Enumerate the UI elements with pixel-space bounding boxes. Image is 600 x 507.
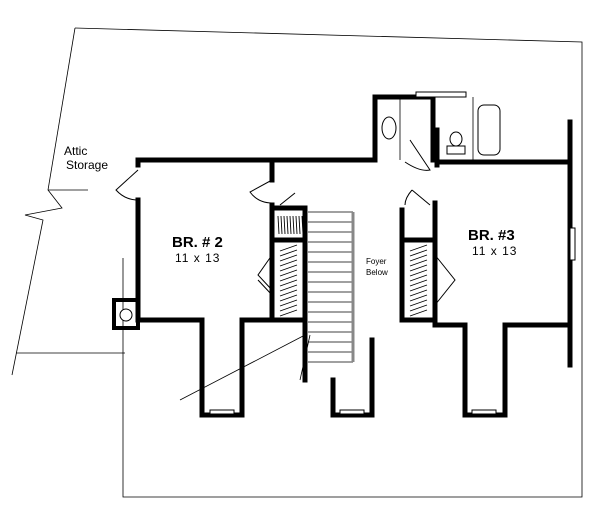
closet-hanger <box>409 254 428 262</box>
closet-hanger <box>279 264 298 272</box>
closet-hanger <box>286 215 289 235</box>
closet-hanger <box>279 244 298 252</box>
closet-hanger <box>280 215 283 235</box>
chimney-flue <box>119 308 133 322</box>
attic-label-line1: Attic <box>64 144 87 158</box>
window <box>415 91 467 98</box>
br2-size: 11 x 13 <box>175 251 220 265</box>
closet-hanger <box>409 289 428 297</box>
toilet-icon <box>449 131 463 147</box>
bathroom-fixtures <box>381 91 576 261</box>
br2-name: BR. # 2 <box>172 234 223 251</box>
closet-hanger <box>409 279 428 287</box>
closet-hanger <box>298 215 301 235</box>
roof-outline <box>11 27 583 498</box>
closet-hanger <box>279 254 298 262</box>
closet-hanger <box>279 279 298 287</box>
closet-hanger <box>409 274 428 282</box>
foyer-label-line2: Below <box>366 268 388 277</box>
closet-hanger <box>409 269 428 277</box>
closet-hanger <box>279 269 298 277</box>
stairs <box>308 211 353 363</box>
closet-hanger <box>295 215 298 235</box>
closet-hanger <box>409 249 428 257</box>
closet-hanger <box>409 299 428 307</box>
attic-label-line2: Storage <box>66 158 108 172</box>
closet-hanger <box>409 284 428 292</box>
closet-hanger <box>409 259 428 267</box>
closet-hanger <box>289 215 292 235</box>
closet-hanger <box>279 259 298 267</box>
walls <box>135 94 573 418</box>
br3-size: 11 x 13 <box>472 244 517 258</box>
closet-hanger <box>409 264 428 272</box>
closet-hanger <box>279 299 298 307</box>
closet-hanger <box>279 309 298 317</box>
doors <box>112 139 497 415</box>
closet-hanger <box>409 294 428 302</box>
closet-rods <box>277 215 428 317</box>
toilet-tank <box>446 145 466 155</box>
closet-hanger <box>409 309 428 317</box>
window-br3 <box>569 227 576 261</box>
closet-hanger <box>409 244 428 252</box>
foyer-label-line1: Foyer <box>366 257 387 266</box>
closet-hanger <box>279 294 298 302</box>
sink-icon <box>381 116 397 140</box>
closet-hanger <box>292 215 295 235</box>
closet-hanger <box>409 304 428 312</box>
closet-hanger <box>279 249 298 257</box>
closet-hanger <box>277 215 280 235</box>
closet-hanger <box>279 284 298 292</box>
closet-hanger <box>283 215 286 235</box>
closet-hanger <box>279 274 298 282</box>
closet-hanger <box>279 304 298 312</box>
bathtub-icon <box>477 104 501 156</box>
br3-name: BR. #3 <box>468 227 515 244</box>
closet-hanger <box>279 289 298 297</box>
closet-hanger <box>301 215 304 235</box>
